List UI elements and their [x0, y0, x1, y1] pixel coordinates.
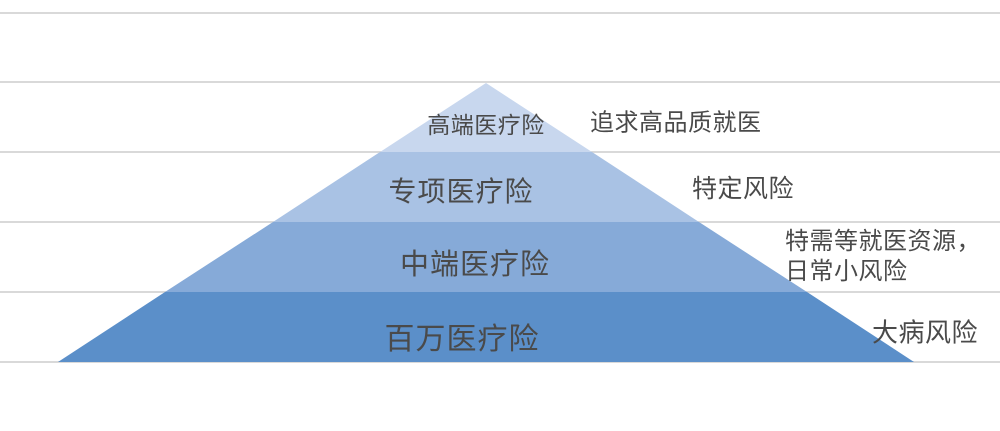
tier-label-high-end: 高端医疗险 [427, 112, 545, 138]
tier-note-special: 特定风险 [692, 175, 795, 203]
tier-note-mid-end: 特需等就医资源， 日常小风险 [785, 228, 981, 285]
pyramid-tier-mid-end-shape [165, 222, 807, 292]
pyramid-tier-million-shape [58, 292, 914, 362]
pyramid-tier-high-end-shape [380, 83, 592, 152]
tier-label-special: 专项医疗险 [388, 176, 534, 207]
tier-label-million: 百万医疗险 [384, 323, 540, 356]
pyramid-tier-special-shape [273, 152, 699, 222]
gridline [0, 81, 1000, 83]
tier-note-high-end: 追求高品质就医 [590, 109, 762, 137]
tier-note-million: 大病风险 [872, 317, 979, 348]
tier-label-mid-end: 中端医疗险 [399, 249, 551, 281]
gridline [0, 12, 1000, 14]
